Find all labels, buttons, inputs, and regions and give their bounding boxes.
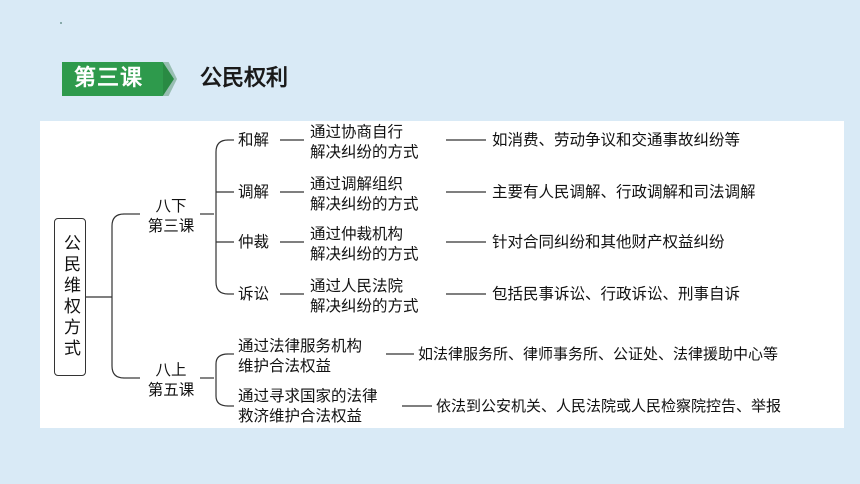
method-description: 通过寻求国家的法律 救济维护合法权益 — [238, 386, 378, 426]
method-example: 依法到公安机关、人民法院或人民检察院控告、举报 — [436, 397, 782, 415]
method-example: 包括民事诉讼、行政诉讼、刑事自诉 — [492, 285, 741, 303]
method-description: 通过仲裁机构 解决纠纷的方式 — [310, 224, 419, 264]
method-label: 调解 — [238, 183, 270, 201]
description-line: 通过法律服务机构 — [238, 337, 363, 355]
branch-label-2-line2: 第五课 — [147, 381, 195, 399]
lesson-tag-background — [62, 62, 174, 96]
root-node: 公民维权方式 — [54, 218, 86, 376]
method-label: 和解 — [238, 131, 270, 149]
description-line: 解决纠纷的方式 — [310, 297, 419, 315]
description-line: 通过协商自行 — [310, 123, 404, 141]
method-description: 通过调解组织 解决纠纷的方式 — [310, 174, 419, 214]
branch-label-1: 八下 第三课 — [138, 196, 204, 236]
brace-branch-2 — [215, 353, 229, 407]
description-line: 通过人民法院 — [310, 277, 404, 295]
diagram-panel — [40, 121, 844, 428]
root-label: 公民维权方式 — [60, 234, 80, 360]
method-label: 仲裁 — [238, 233, 270, 251]
method-example: 如消费、劳动争议和交通事故纠纷等 — [492, 131, 741, 149]
method-description: 通过法律服务机构 维护合法权益 — [238, 336, 362, 376]
description-line: 解决纠纷的方式 — [310, 245, 419, 263]
branch-label-2-line1: 八上 — [155, 361, 187, 379]
method-label: 诉讼 — [238, 285, 270, 303]
branch-label-2: 八上 第五课 — [138, 360, 204, 400]
description-line: 通过寻求国家的法律 — [238, 387, 378, 405]
method-example: 如法律服务所、律师事务所、公证处、法律援助中心等 — [418, 345, 779, 363]
branch-label-1-line2: 第三课 — [147, 217, 195, 235]
method-description: 通过协商自行 解决纠纷的方式 — [310, 122, 419, 162]
description-line: 解决纠纷的方式 — [310, 195, 419, 213]
method-description: 通过人民法院 解决纠纷的方式 — [310, 276, 419, 316]
branch-label-1-line1: 八下 — [155, 197, 187, 215]
description-line: 救济维护合法权益 — [238, 407, 363, 425]
method-example: 主要有人民调解、行政调解和司法调解 — [492, 183, 756, 201]
brace-branch-1 — [215, 139, 229, 295]
lesson-tag: 第三课 — [74, 66, 144, 91]
brace-root — [111, 213, 125, 379]
description-line: 通过仲裁机构 — [310, 225, 404, 243]
description-line: 通过调解组织 — [310, 175, 404, 193]
method-example: 针对合同纠纷和其他财产权益纠纷 — [492, 233, 725, 251]
lesson-title: 公民权利 — [200, 66, 289, 91]
decorative-dot — [60, 22, 62, 24]
description-line: 解决纠纷的方式 — [310, 143, 419, 161]
description-line: 维护合法权益 — [238, 357, 332, 375]
